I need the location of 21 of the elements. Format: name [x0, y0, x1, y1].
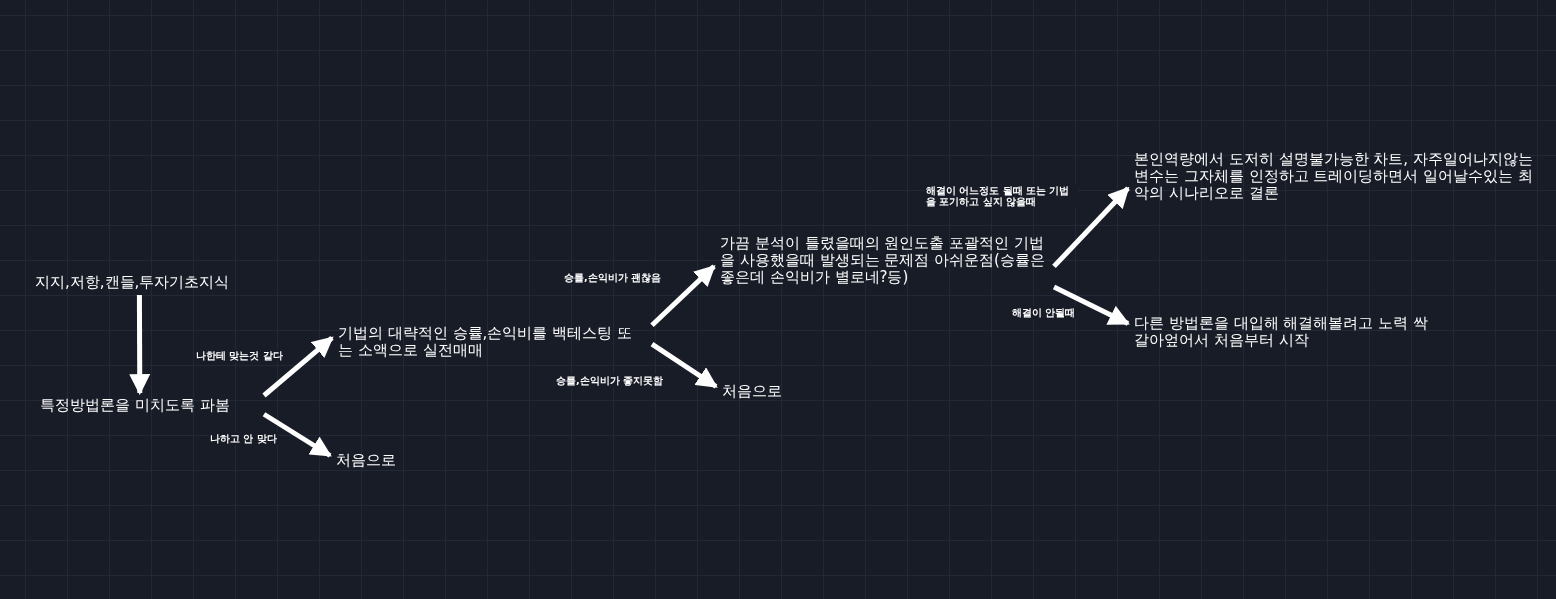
- arrow: [650, 264, 716, 327]
- edge-label: 해결이 안될때: [1010, 306, 1078, 319]
- step-text: 처음으로: [722, 383, 783, 400]
- arrow: [129, 295, 151, 396]
- arrow: [650, 342, 718, 389]
- edge-label: 나하고 안 맞다: [208, 432, 279, 445]
- arrow: [1052, 186, 1130, 269]
- step-text: 다른 방법론을 대입해 해결해볼려고 노력 싹 갈아엎어서 처음부터 시작: [1134, 315, 1429, 349]
- edge-label: 나한테 맞는것 같다: [194, 349, 285, 362]
- edge-label: 승률,손익비가 괜찮음: [562, 271, 663, 284]
- arrow: [262, 412, 332, 458]
- step-text: 처음으로: [336, 452, 397, 469]
- step-text: 가끔 분석이 틀렸을때의 원인도출 포괄적인 기법을 사용했을때 발생되는 문제점 아쉬운점(승률은 좋은데 손익비가 별로네?등): [720, 235, 1046, 286]
- step-text: 기법의 대략적인 승률,손익비를 백테스팅 또는 소액으로 실전매매: [338, 325, 633, 359]
- step-text: 지지,저항,캔들,투자기초지식: [35, 274, 231, 291]
- step-text: 특정방법론을 미치도록 파봄: [40, 397, 231, 414]
- arrow: [1052, 284, 1130, 326]
- edge-label: 해결이 어느정도 될때 또는 기법을 포기하고 싶지 않을때: [924, 184, 1078, 208]
- edge-label: 승률,손익비가 좋지못함: [554, 374, 665, 387]
- arrow: [262, 335, 334, 398]
- step-text: 본인역량에서 도저히 설명불가능한 차트, 자주일어나지않는 변수는 그자체를 인정하고 트레이딩하면서 일어날수있는 최악의 시나리오로 결론: [1134, 151, 1534, 202]
